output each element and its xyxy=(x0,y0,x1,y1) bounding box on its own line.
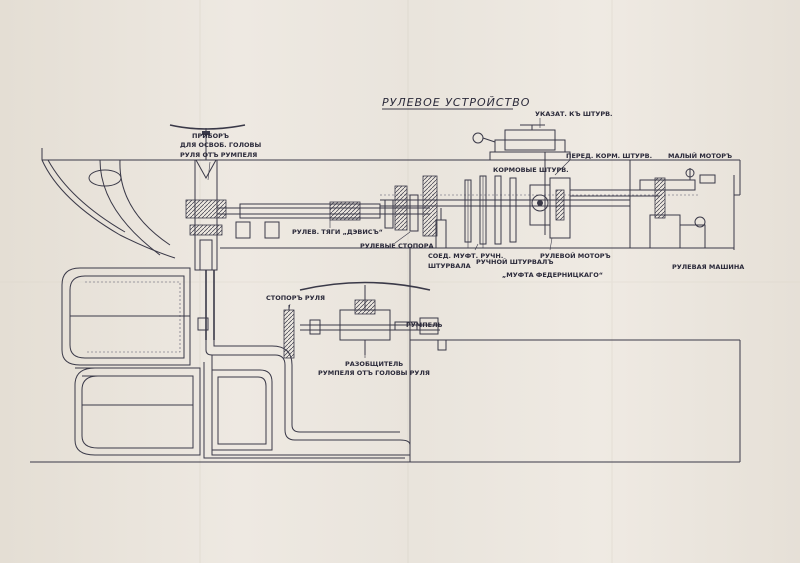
label-small-motor: МАЛЫЙ МОТОРЪ xyxy=(668,151,732,160)
label-from-tiller: РУЛЯ ОТЪ РУМПЕЛЯ xyxy=(180,151,257,159)
stern-steering-wheels xyxy=(464,175,517,248)
label-disconnector-2: РУМПЕЛЯ ОТЪ ГОЛОВЫ РУЛЯ xyxy=(318,369,430,377)
federnitsky-coupling xyxy=(529,177,571,239)
davis-steering-rods xyxy=(217,201,430,239)
label-davis-rods: РУЛЕВ. ТЯГИ „ДЭВИСЪ“ xyxy=(292,228,383,236)
label-stern-wheels: КОРМОВЫЕ ШТУРВ. xyxy=(493,166,569,174)
wheel-indicator xyxy=(472,124,571,235)
label-wheel-indicator: УКАЗАТ. КЪ ШТУРВ. xyxy=(535,110,613,118)
label-rudder-stops: РУЛЕВЫЕ СТОПОРА xyxy=(360,242,434,250)
rudder-stops xyxy=(384,175,438,237)
steering-engine xyxy=(639,168,716,249)
label-rudder-stop: СТОПОРЪ РУЛЯ xyxy=(266,294,325,302)
handwheel-clutch xyxy=(435,208,447,249)
label-clutch: СОЕД. МУФТ. РУЧН. xyxy=(428,252,503,260)
trunk-pipes xyxy=(203,340,411,459)
rudder-stock xyxy=(185,159,227,340)
label-disconnector: РАЗОБЩИТЕЛЬ xyxy=(345,360,403,368)
rudder-blade-frames xyxy=(61,267,273,456)
label-tiller: РУМПЕЛЬ xyxy=(406,321,443,329)
leader-lines xyxy=(207,118,571,358)
label-device: ПРИБОРЪ xyxy=(192,132,229,140)
diagram-title: РУЛЕВОЕ УСТРОЙСТВО xyxy=(382,96,530,109)
label-stern-wheel-drive: ПЕРЕД. КОРМ. ШТУРВ. xyxy=(566,152,652,160)
label-federnitsky: „МУФТА ФЕДЕРНИЦКАГО“ xyxy=(502,271,603,279)
tiller-assembly xyxy=(299,281,447,355)
label-hand-wheel: РУЧНОЙ ШТУРВАЛЪ xyxy=(476,257,553,266)
label-steering-motor: РУЛЕВОЙ МОТОРЪ xyxy=(540,251,611,260)
hull-outline xyxy=(30,148,741,463)
rudder-release-handwheel xyxy=(169,124,246,180)
label-steering-engine: РУЛЕВАЯ МАШИНА xyxy=(672,263,744,271)
label-clutch-2: ШТУРВАЛА xyxy=(428,262,471,270)
label-release-head: ДЛЯ ОСВОБ. ГОЛОВЫ xyxy=(180,141,261,149)
